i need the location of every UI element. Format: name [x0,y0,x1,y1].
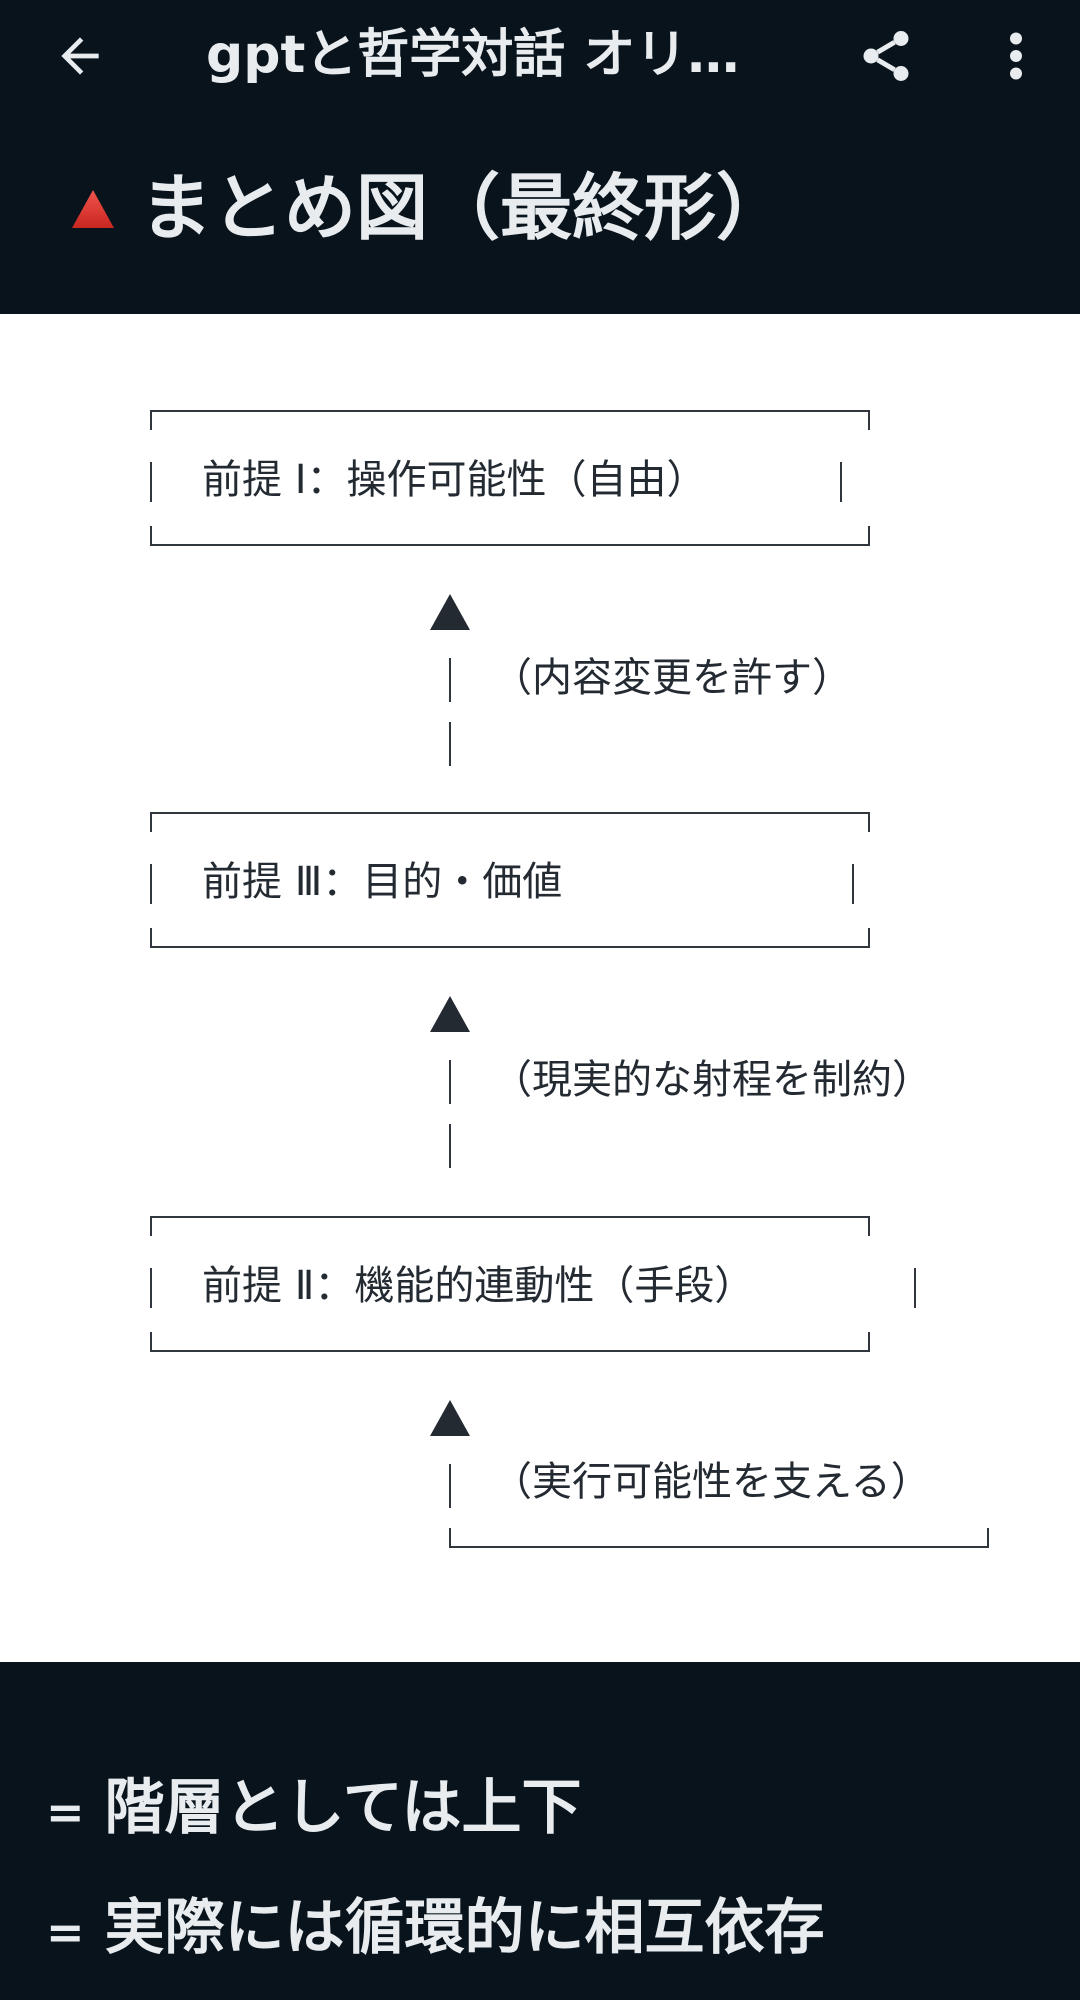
arrow-up-icon [430,1400,470,1436]
summary-text: 実際には循環的に相互依存 [104,1893,825,1963]
return-bracket [449,1528,989,1548]
connector-line [449,658,451,702]
premise-label: 前提 Ⅱ：機能的連動性（手段） [202,1263,755,1309]
page-title: gptと哲学対話 オリ… [206,25,740,85]
summary-section: = 階層としては上下 = 実際には循環的に相互依存 [0,1662,1080,2000]
summary-line-1: = 階層としては上下 [46,1768,582,1852]
premise-box-2: 前提 Ⅲ：目的・価値 [150,812,870,948]
share-icon[interactable] [856,26,916,86]
arrow-up-icon [430,594,470,630]
arrow-up-icon [430,996,470,1032]
connector-line [449,722,451,766]
equals-prefix: = [46,1905,85,1959]
connector-line [449,1464,451,1508]
diagram-code-block: 前提 Ⅰ：操作可能性（自由） （内容変更を許す） 前提 Ⅲ：目的・価値 （現実的… [0,314,1080,1662]
red-triangle-icon [72,190,114,228]
connector-line [449,1124,451,1168]
premise-label: 前提 Ⅲ：目的・価値 [202,859,563,905]
relation-note: （現実的な射程を制約） [492,1057,932,1103]
equals-prefix: = [46,1785,85,1839]
app-bar: gptと哲学対話 オリ… [0,0,1080,110]
relation-note: （内容変更を許す） [492,655,852,701]
summary-line-2: = 実際には循環的に相互依存 [46,1888,825,1972]
premise-box-3: 前提 Ⅱ：機能的連動性（手段） [150,1216,916,1352]
relation-note: （実行可能性を支える） [492,1459,931,1505]
connector-line [449,1060,451,1104]
summary-text: 階層としては上下 [104,1773,582,1843]
more-vertical-icon[interactable] [1000,26,1032,86]
section-heading: まとめ図（最終形） [0,110,1080,314]
premise-label: 前提 Ⅰ：操作可能性（自由） [202,457,707,503]
heading-text: まとめ図（最終形） [140,166,789,250]
premise-box-1: 前提 Ⅰ：操作可能性（自由） [150,410,870,546]
arrow-left-icon[interactable] [52,28,108,84]
